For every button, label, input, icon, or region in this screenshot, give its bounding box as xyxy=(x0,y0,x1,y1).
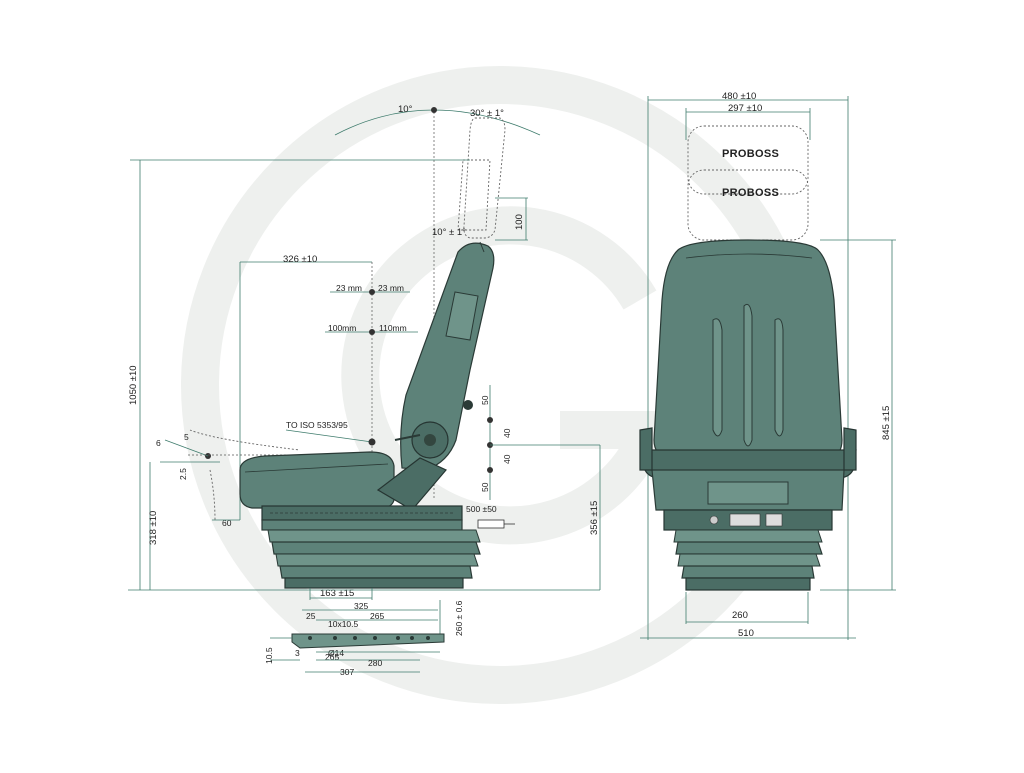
width-480-label: 480 ±10 xyxy=(722,91,756,102)
tilt-25-label: 2.5 xyxy=(178,468,188,480)
headrest-ghost xyxy=(463,117,506,239)
headrest-front-ghost-top xyxy=(687,125,809,195)
adj-40-top-label: 40 xyxy=(502,428,512,438)
slide-163-label: 163 ±15 xyxy=(320,588,354,599)
adj-40-bottom-label: 40 xyxy=(502,454,512,464)
plate-280-label: 280 xyxy=(368,658,382,668)
seat-cushion xyxy=(239,451,395,509)
brand-label-bottom: PROBOSS xyxy=(722,187,779,199)
height-318-label: 318 ±10 xyxy=(148,511,159,545)
brand-label-top: PROBOSS xyxy=(722,148,779,160)
adj-50-bottom-label: 50 xyxy=(480,482,490,492)
base-plate xyxy=(291,633,445,649)
lumbar-23-right-label: 23 mm xyxy=(378,283,404,293)
plate-265-bottom-label: 265 xyxy=(325,652,339,662)
adj-50-top-label: 50 xyxy=(480,395,490,405)
plate-14-label: Ø14 xyxy=(328,648,344,658)
tilt-6-label: 6 xyxy=(156,438,161,448)
plate-325-label: 325 xyxy=(354,601,368,611)
base-plate-view: 325 25 265 10x10.5 260 ± 0.6 10.5 3 Ø14 … xyxy=(264,600,464,677)
lumbar-23-left-label: 23 mm xyxy=(336,283,362,293)
depth-326-label: 326 ±10 xyxy=(283,254,317,265)
angle-10b-label: 10° ± 1° xyxy=(432,227,466,238)
width-297-label: 297 ±10 xyxy=(728,103,762,114)
headrest-travel-label: 100 xyxy=(514,214,525,230)
angle-30-label: 30° ± 1° xyxy=(470,108,504,119)
angle-10-label: 10° xyxy=(398,104,413,115)
side-view: 10° 30° ± 1° 10° ± 1° 100 1050 ±10 326 ±… xyxy=(128,104,601,600)
tilt-5-label: 5 xyxy=(184,432,189,442)
plate-25-label: 25 xyxy=(306,611,316,621)
lumbar-110-label: 110mm xyxy=(379,323,407,333)
headrest-front-ghost-bottom xyxy=(687,169,809,241)
plate-260-label: 260 ± 0.6 xyxy=(454,600,464,636)
plate-3-label: 3 xyxy=(295,648,300,658)
height-1050-label: 1050 ±10 xyxy=(128,365,139,405)
front-view: 480 ±10 297 ±10 PROBOSS PROBOSS xyxy=(639,91,896,640)
width-260-label: 260 xyxy=(732,610,748,621)
width-510-label: 510 xyxy=(738,628,754,639)
cushion-60-label: 60 xyxy=(222,518,232,528)
plate-105-label: 10.5 xyxy=(264,647,274,664)
plate-265-top-label: 265 xyxy=(370,611,384,621)
iso-standard-label: TO ISO 5353/95 xyxy=(286,420,348,430)
height-356-label: 356 ±15 xyxy=(589,501,600,535)
stroke-500-label: 500 ±50 xyxy=(466,504,497,514)
plate-10x105-label: 10x10.5 xyxy=(328,619,359,629)
suspension-bellows-front xyxy=(673,529,823,591)
suspension-bellows xyxy=(267,529,481,589)
height-845-label: 845 ±15 xyxy=(881,406,892,440)
lumbar-100-label: 100mm xyxy=(328,323,356,333)
plate-307-label: 307 xyxy=(340,667,354,677)
